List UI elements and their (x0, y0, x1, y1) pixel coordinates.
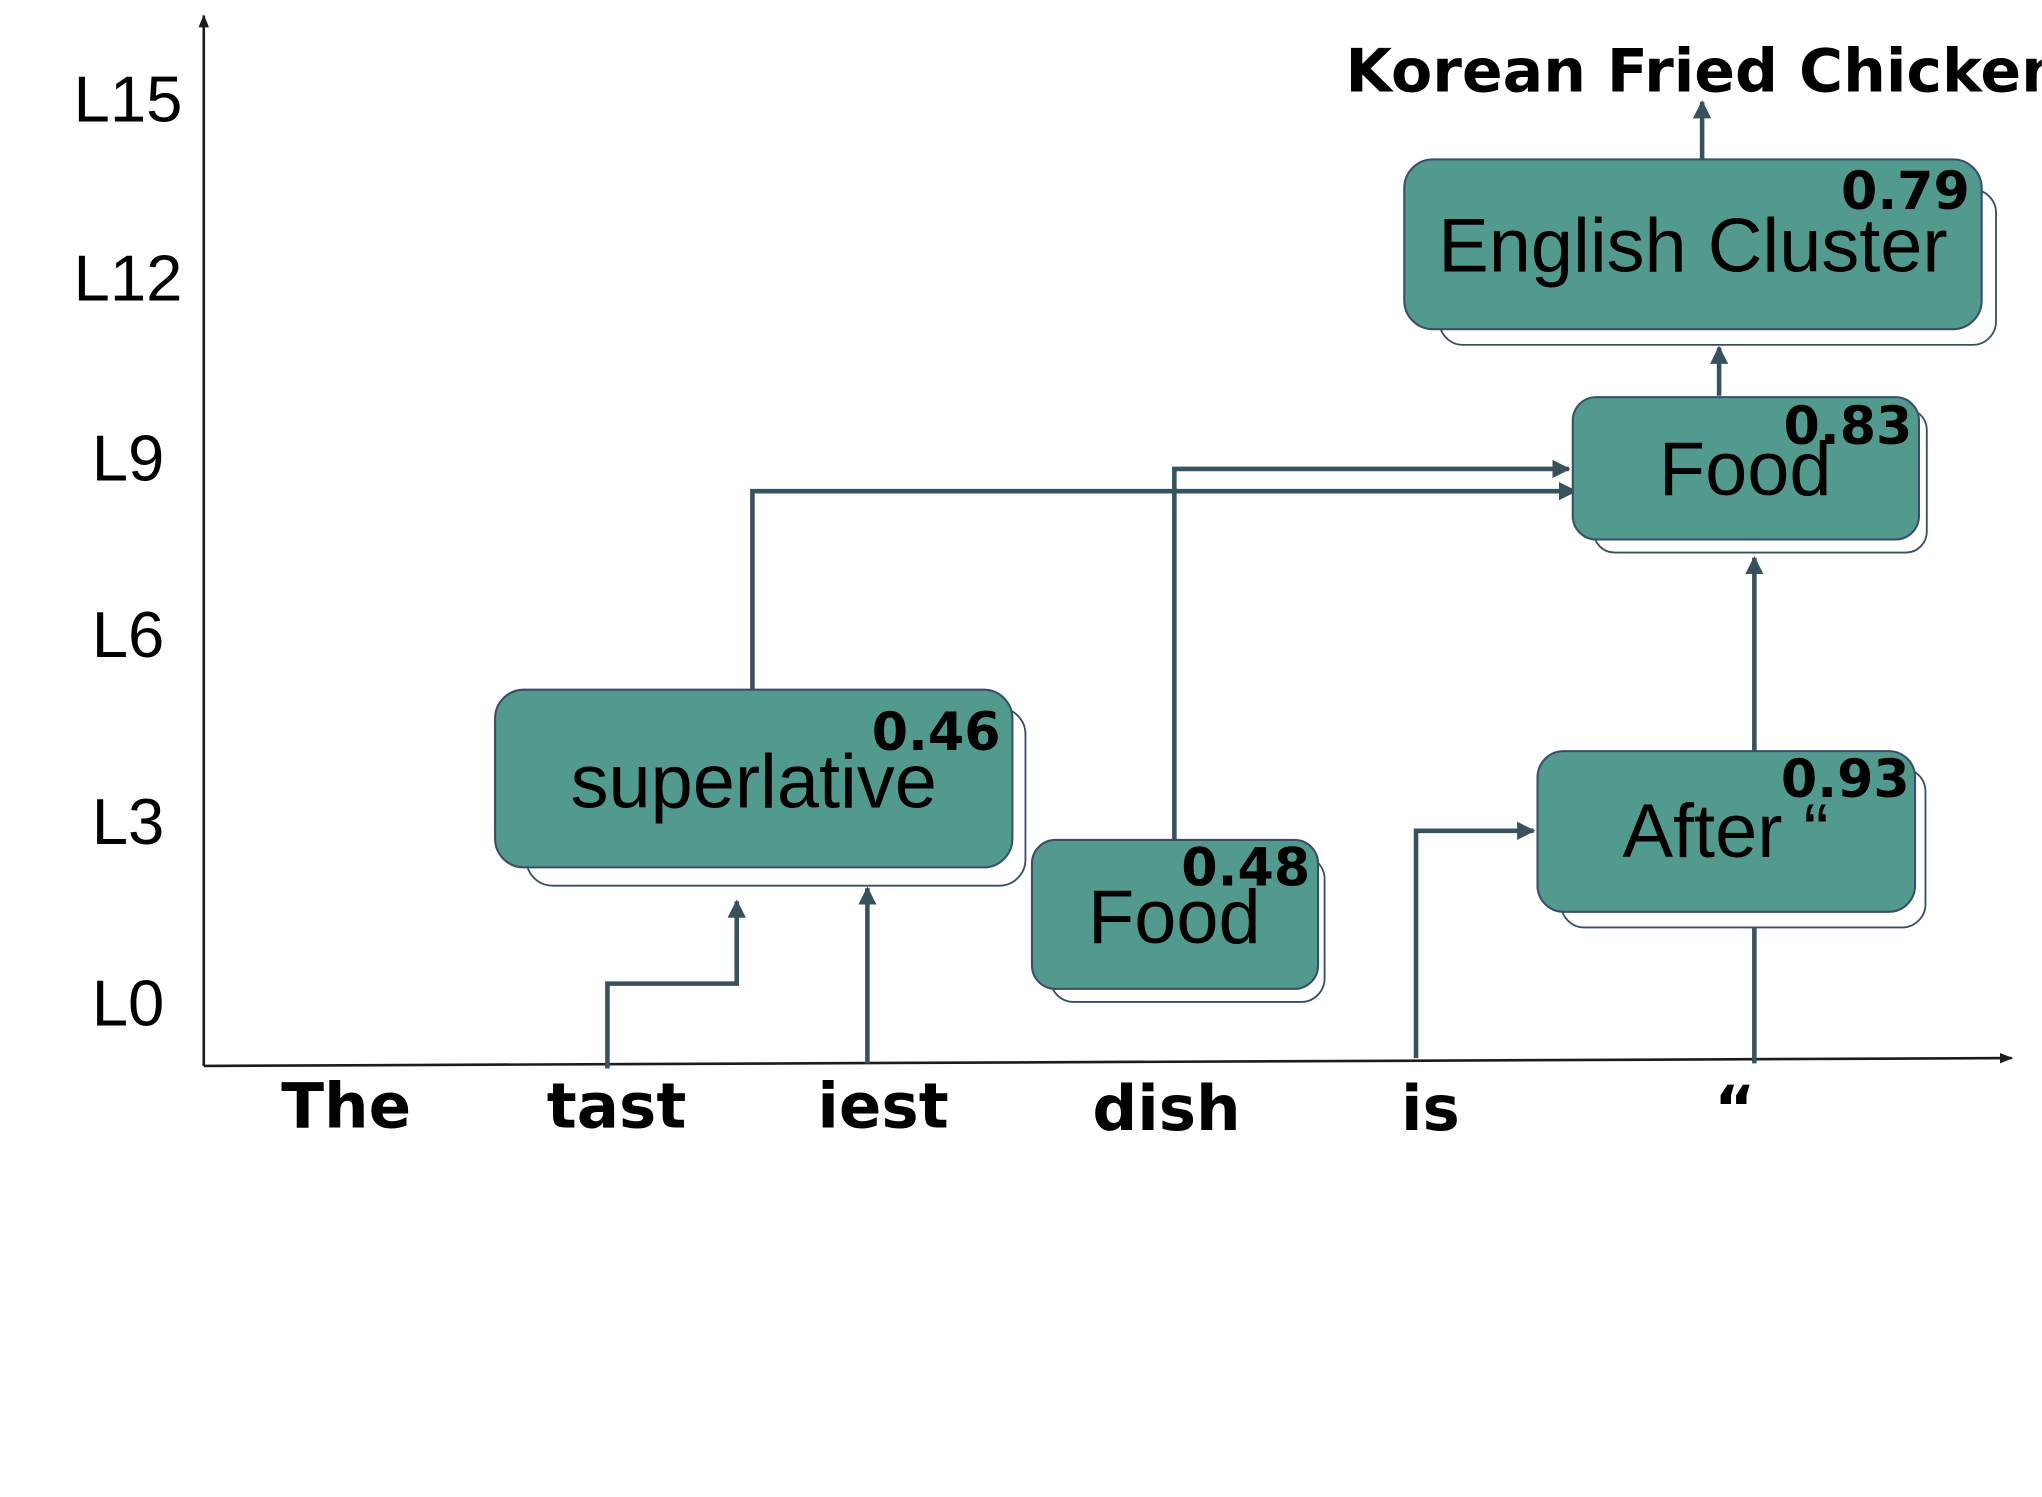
layer-label: L9 (92, 422, 165, 495)
layer-label: L12 (74, 241, 183, 314)
token-labels: The tast iest dish is “ (281, 1069, 1755, 1145)
token-label: “ (1714, 1072, 1755, 1145)
feature-node[interactable]: English Cluster 0.79 (1403, 158, 1997, 346)
edge-food-l3-to-food-l9 (1172, 459, 1571, 842)
x-axis (203, 1052, 2014, 1068)
layer-label: L6 (92, 598, 165, 671)
output-label: Korean Fried Chicken (1346, 36, 2042, 106)
token-label: dish (1092, 1072, 1240, 1145)
connectors (605, 100, 1764, 1069)
layer-labels: L15 L12 L9 L6 L3 L0 (74, 62, 183, 1039)
feature-score: 0.79 (1841, 162, 1970, 222)
token-label: The (281, 1069, 411, 1142)
feature-label: English Cluster (1438, 204, 1947, 289)
token-label: is (1401, 1072, 1460, 1145)
feature-node[interactable]: After “ 0.93 (1536, 750, 1927, 929)
feature-label: Food (1088, 875, 1261, 960)
edge-is-to-after-quote (1413, 821, 1536, 1059)
feature-score: 0.93 (1781, 750, 1910, 810)
token-label: tast (547, 1069, 687, 1142)
axes (198, 14, 2014, 1068)
feature-node[interactable]: superlative 0.46 (494, 688, 1027, 887)
layer-label: L15 (74, 62, 183, 135)
layer-label: L0 (92, 966, 165, 1039)
edge-superlative-to-food-l9 (750, 482, 1578, 692)
token-label: iest (817, 1069, 948, 1142)
feature-score: 0.83 (1784, 397, 1913, 457)
layer-label: L3 (92, 785, 165, 858)
feature-score: 0.46 (872, 703, 1001, 763)
feature-node[interactable]: Food 0.83 (1571, 396, 1928, 554)
feature-label: After “ (1622, 789, 1828, 874)
feature-node[interactable]: Food 0.48 (1030, 839, 1326, 1003)
feature-label: superlative (571, 739, 937, 824)
diagram-canvas: L15 L12 L9 L6 L3 L0 The tast iest dish i… (74, 14, 2042, 1145)
feature-label: Food (1659, 427, 1832, 512)
edge-tast-to-superlative (605, 899, 746, 1069)
feature-score: 0.48 (1181, 839, 1310, 899)
